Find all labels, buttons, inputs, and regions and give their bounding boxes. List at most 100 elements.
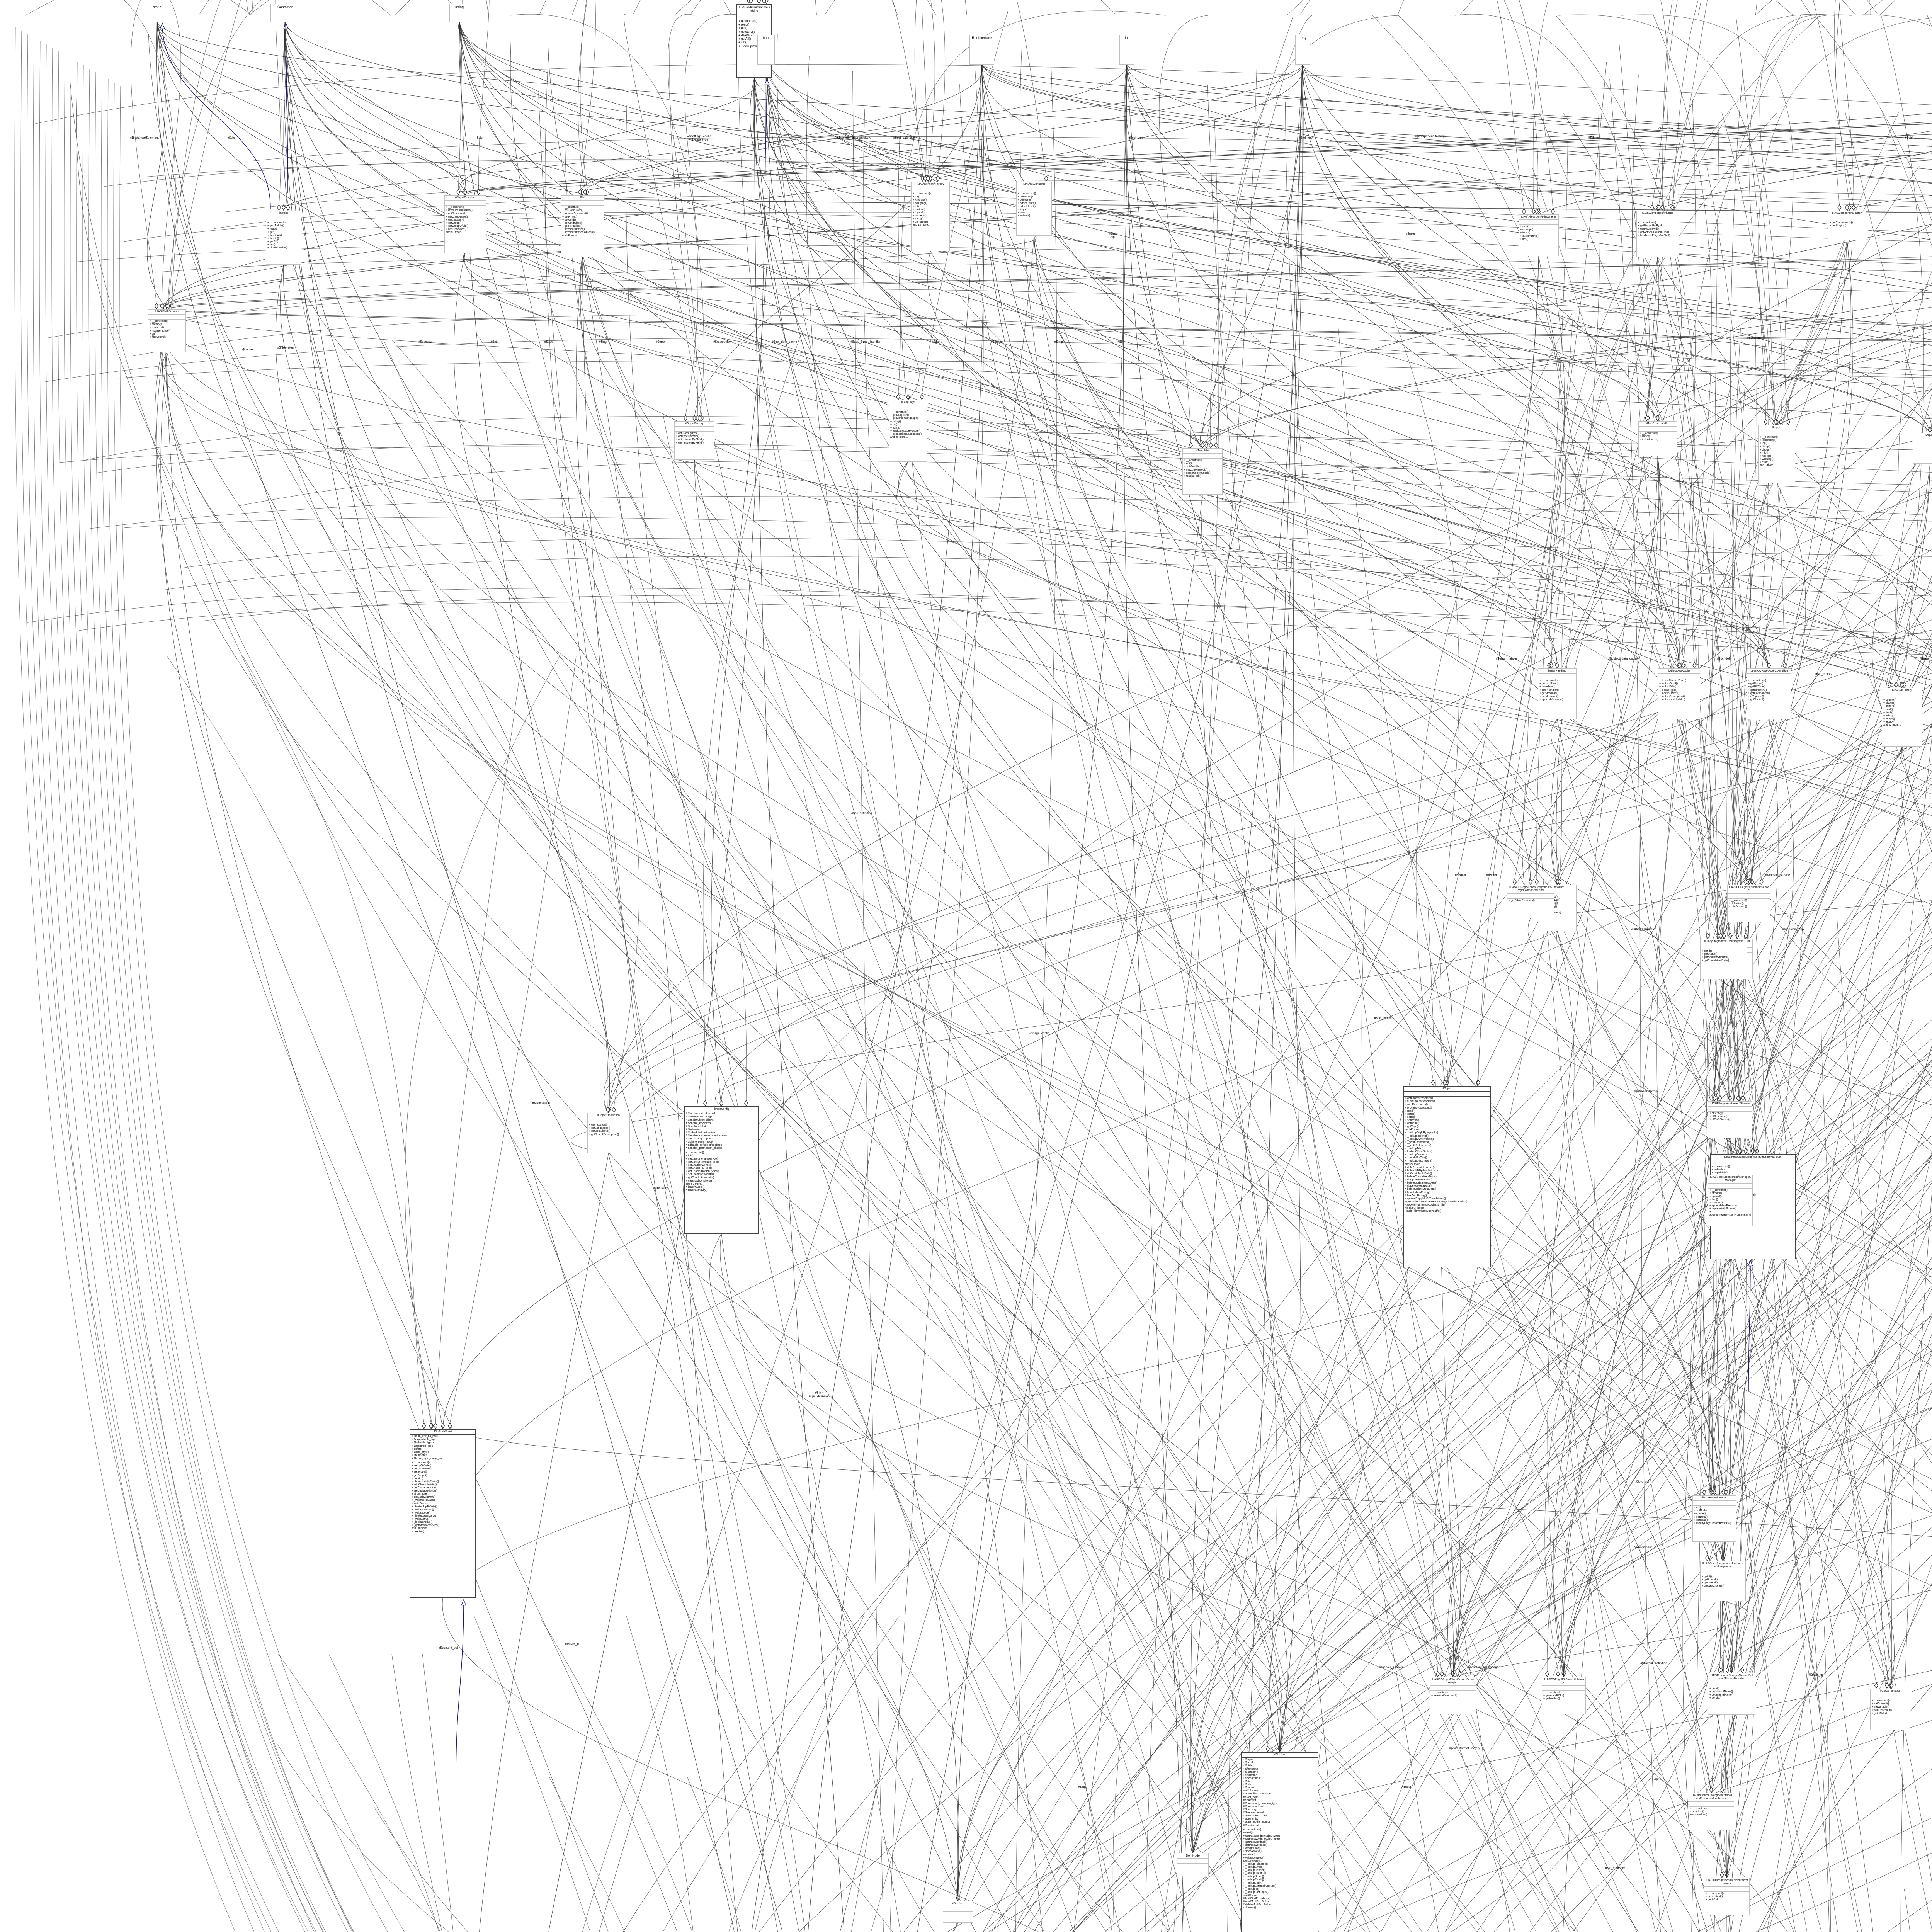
class-node[interactable]: ilPageConfig# $int_link_def_id_is_ref # … bbox=[684, 1106, 759, 1234]
association-edge bbox=[284, 22, 1203, 449]
association-edge bbox=[1872, 487, 1932, 747]
association-edge bbox=[1656, 1217, 1932, 1932]
class-node[interactable]: ILIAS\DI\Container+ __construct() + offs… bbox=[1016, 182, 1052, 236]
class-node[interactable]: array bbox=[1295, 35, 1310, 65]
class-node-attributes bbox=[1759, 430, 1795, 436]
association-edge bbox=[284, 22, 1559, 885]
association-edge bbox=[133, 315, 1932, 371]
association-edge bbox=[1730, 1226, 1932, 1510]
class-node[interactable]: ilObject+ getObjectProperties() + flushO… bbox=[1403, 1086, 1491, 1267]
class-node[interactable]: Container bbox=[270, 4, 299, 22]
class-node[interactable]: ILIAS\Component\Factory+ getComponents()… bbox=[1828, 211, 1866, 240]
class-node[interactable]: ilObjUser bbox=[943, 1901, 973, 1923]
class-node[interactable]: static bbox=[146, 4, 168, 22]
class-node[interactable]: string bbox=[449, 4, 469, 22]
association-edge bbox=[1557, 931, 1932, 1351]
class-node-title: ILIAS\Filesystem\Filesystems bbox=[1519, 215, 1558, 220]
class-node[interactable]: ILIAS\Filesystem\Stream\Streams+ ofStrin… bbox=[1708, 1101, 1752, 1138]
class-node[interactable]: ILIAS\COPage\PC\PCDefinition+ __construc… bbox=[1747, 668, 1791, 719]
class-node[interactable]: ilCtrl+ __construct() + callBaseClass() … bbox=[561, 195, 604, 257]
association-edge bbox=[1447, 1038, 1932, 1677]
class-node-attributes bbox=[1430, 1686, 1476, 1691]
association-edge bbox=[1456, 166, 1714, 934]
association-edge bbox=[1279, 1071, 1932, 1752]
association-edge bbox=[435, 656, 523, 1423]
class-node-title: ilPCPRGActionNote bbox=[1693, 1496, 1736, 1501]
class-node[interactable]: ilObjectDataCache+ deleteCachedEntry() +… bbox=[1658, 668, 1700, 719]
class-node[interactable]: ilLogger+ __construct() + isHandling() +… bbox=[1758, 425, 1795, 483]
class-node[interactable]: ilStudyProgrammeUserProgress+ getId() + … bbox=[1700, 939, 1747, 979]
class-node[interactable]: ILIAS\COPage\PC\DomainService+ __constru… bbox=[1727, 885, 1770, 922]
class-node[interactable]: ilTemplate+ __construct() + get() + setV… bbox=[1182, 448, 1223, 495]
class-node[interactable]: ILIAS\COPage\Identifier\IdentifierManage… bbox=[1704, 1878, 1750, 1915]
class-node[interactable]: RunInterface bbox=[969, 35, 994, 65]
aggregation-diamond bbox=[1888, 681, 1892, 688]
class-node[interactable]: DomNode bbox=[1177, 1853, 1209, 1876]
association-edge bbox=[1126, 64, 1932, 240]
class-node-title: ILIAS\UI\Factory bbox=[1882, 688, 1922, 694]
association-edge bbox=[1726, 899, 1932, 1878]
class-node-attributes bbox=[1507, 894, 1554, 899]
aggregation-diamond bbox=[166, 303, 170, 310]
association-edge bbox=[459, 22, 1769, 669]
edge-label: #$lng bbox=[599, 340, 607, 344]
class-node[interactable]: ILIAS\Refinery\Factory+ __construct() + … bbox=[911, 182, 950, 251]
class-node[interactable]: ILIAS\DI\UIServices+ __construct() + fac… bbox=[148, 309, 186, 352]
association-edge bbox=[1302, 64, 1932, 154]
class-node[interactable]: ilGlobalTemplate+ __construct() + setCon… bbox=[1870, 1689, 1910, 1730]
class-node[interactable]: ILIAS\COPage\ID\ContentIdManager+ __cons… bbox=[1542, 1677, 1586, 1714]
class-node[interactable]: ILIAS\ResourceStorage\Manager\Manager+ _… bbox=[1708, 1175, 1753, 1226]
association-edge bbox=[1112, 1738, 1121, 1932]
association-edge bbox=[548, 64, 767, 1932]
association-edge bbox=[1834, 0, 1850, 205]
class-node[interactable]: ilObjUser+ $login + $gender + $utitle + … bbox=[1241, 1752, 1318, 1932]
association-edge bbox=[1723, 939, 1932, 1152]
class-node[interactable]: ILIAS\COPage\Editor\Components\PageCompo… bbox=[1507, 885, 1554, 918]
class-node[interactable]: int bbox=[1119, 35, 1134, 65]
class-node-attributes bbox=[1882, 693, 1922, 699]
association-edge bbox=[1551, 15, 1820, 663]
association-edge bbox=[1748, 1260, 1751, 1391]
class-node[interactable]: ILIAS\COPage\Editor\Server\ServerAdapter… bbox=[1430, 1677, 1476, 1714]
class-node-operations: + __construct() + isHandling() + log() +… bbox=[1760, 436, 1778, 467]
association-edge bbox=[662, 257, 1658, 1932]
inheritance-arrow bbox=[283, 22, 289, 29]
association-edge bbox=[880, 1441, 1107, 1932]
class-node[interactable]: ilSetting+ __construct() + getModule() +… bbox=[266, 211, 301, 265]
edge-label: #$user bbox=[1401, 1785, 1412, 1789]
association-edge bbox=[1073, 1135, 1932, 1932]
association-edge bbox=[64, 54, 324, 1932]
class-node[interactable]: ilAppEventHandler+ __construct() + raise… bbox=[1638, 421, 1677, 456]
association-edge bbox=[1192, 1075, 1932, 1853]
class-node[interactable]: ilObjStyleSheet+ $num_unit_no_perc + $ex… bbox=[410, 1429, 476, 1598]
association-edge bbox=[1723, 764, 1932, 939]
class-node-title: ILIAS\COPage\Editor\Components\PageCompo… bbox=[1507, 885, 1554, 894]
class-node[interactable]: ilErrorHandling+ __construct() + getLast… bbox=[1538, 668, 1577, 719]
class-node[interactable]: bool bbox=[757, 35, 775, 65]
association-edge bbox=[1726, 381, 1746, 1149]
class-node-operations: + counter() + glyph() + button() + card(… bbox=[1883, 699, 1901, 727]
class-node[interactable]: ilObjectTranslation+ getInstance() + get… bbox=[587, 1113, 630, 1153]
class-node[interactable]: ILIAS\Component\Plugins+ __construct() +… bbox=[1636, 211, 1679, 257]
class-node[interactable]: ilObjectDefinition+ __construct() + read… bbox=[444, 195, 486, 253]
edge-label: #$user_progress bbox=[1630, 927, 1654, 931]
aggregation-diamond bbox=[1718, 1667, 1722, 1673]
association-edge bbox=[1885, 600, 1932, 747]
aggregation-diamond bbox=[896, 393, 900, 400]
class-node-attributes bbox=[1704, 1887, 1749, 1892]
class-node[interactable]: ILIAS\ResourceStorage\Flavour\Definition… bbox=[1708, 1673, 1755, 1715]
class-node[interactable]: ILIAS\UI\Factory + counter() + glyph() + … bbox=[1882, 688, 1922, 747]
class-node[interactable]: ilObjUser bbox=[1913, 433, 1932, 464]
class-node[interactable]: ILIAS\ResourceStorage\Identification\Res… bbox=[1689, 1793, 1734, 1830]
class-node[interactable]: ilObjectFactory+ getClassByType() + getT… bbox=[674, 421, 714, 460]
association-edge bbox=[1192, 1220, 1932, 1853]
edge-label: #$ctrl bbox=[491, 340, 498, 344]
association-edge bbox=[511, 213, 1366, 1932]
association-edge bbox=[1530, 727, 1932, 918]
class-node[interactable]: ILIAS\Filesystem\Filesystems+ web() + st… bbox=[1519, 214, 1559, 256]
class-node[interactable]: ilPCPRGActionNote+ init() + setNode() + … bbox=[1692, 1495, 1736, 1542]
class-node[interactable]: ILIAS\StudyProgramme\Assignment\Assignme… bbox=[1700, 1561, 1746, 1601]
class-node[interactable]: ilLanguage+ __construct() + getLangKey()… bbox=[889, 400, 927, 462]
association-edge bbox=[541, 1619, 692, 1932]
